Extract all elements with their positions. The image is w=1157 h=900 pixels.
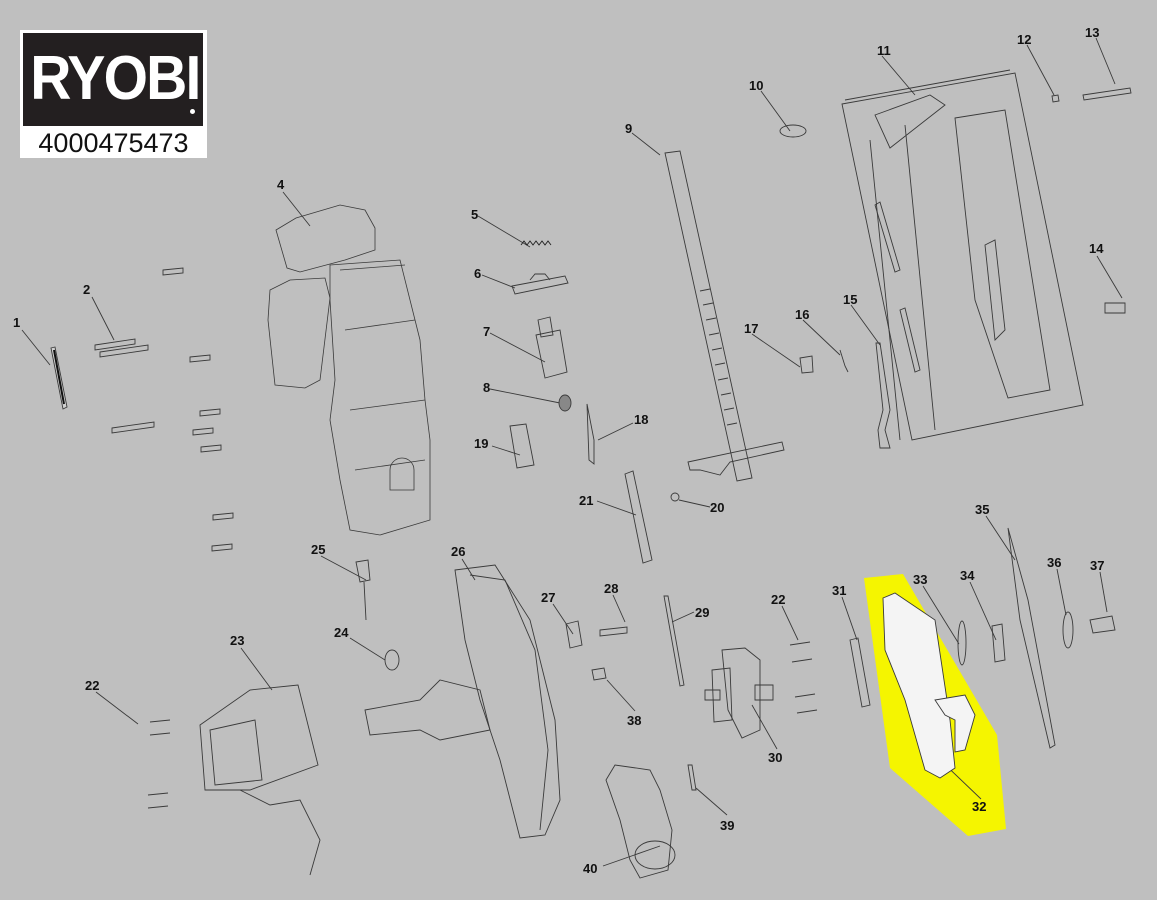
part-number: 4000475473 [38,128,189,158]
callout-label-21[interactable]: 21 [579,493,594,508]
callout-label-35[interactable]: 35 [975,502,990,517]
callout-label-9[interactable]: 9 [625,121,633,136]
callout-label-39[interactable]: 39 [720,818,735,833]
callout-label-4[interactable]: 4 [277,177,285,192]
callout-label-14[interactable]: 14 [1089,241,1104,256]
callout-label-17[interactable]: 17 [744,321,759,336]
base-plate [841,69,1084,441]
callout-label-10[interactable]: 10 [749,78,764,93]
callout-label-23[interactable]: 23 [230,633,245,648]
callout-label-31[interactable]: 31 [832,583,847,598]
callout-label-18[interactable]: 18 [634,412,649,427]
main-housing [267,204,431,536]
callout-label-24[interactable]: 24 [334,625,349,640]
callout-label-27[interactable]: 27 [541,590,556,605]
callout-label-30[interactable]: 30 [768,750,783,765]
callout-label-15[interactable]: 15 [843,292,858,307]
callout-label-5[interactable]: 5 [471,207,479,222]
callout-label-36[interactable]: 36 [1047,555,1062,570]
callout-label-1[interactable]: 1 [13,315,21,330]
callout-label-16[interactable]: 16 [795,307,810,322]
callout-label-40[interactable]: 40 [583,861,598,876]
motor-assembly [147,684,321,876]
callout-label-7[interactable]: 7 [483,324,491,339]
screws [94,267,234,552]
gear-assembly [704,647,774,739]
registered-mark-icon [190,109,195,114]
callout-label-32[interactable]: 32 [972,799,987,814]
callout-label-8[interactable]: 8 [483,380,491,395]
callout-label-33[interactable]: 33 [913,572,928,587]
blade-guard-housing [364,564,561,839]
callout-label-26[interactable]: 26 [451,544,466,559]
callout-label-20[interactable]: 20 [710,500,725,515]
callout-label-2[interactable]: 2 [83,282,91,297]
logo-brand-block: RYOBI [23,33,203,126]
callout-label-37[interactable]: 37 [1090,558,1105,573]
callout-label-11[interactable]: 11 [877,43,891,58]
brand-logo: RYOBI 4000475473 [20,30,207,158]
brand-name: RYOBI [30,44,201,113]
callout-label-22[interactable]: 22 [85,678,100,693]
callout-label-12[interactable]: 12 [1017,32,1032,47]
callout-label-34[interactable]: 34 [960,568,975,583]
rip-fence [664,150,785,482]
callout-label-38[interactable]: 38 [627,713,642,728]
callout-label-25[interactable]: 25 [311,542,326,557]
callout-label-28[interactable]: 28 [604,581,619,596]
callout-label-6[interactable]: 6 [474,266,482,281]
callout-label-13[interactable]: 13 [1085,25,1100,40]
callout-label-29[interactable]: 29 [695,605,710,620]
callout-label-22[interactable]: 22 [771,592,786,607]
callout-label-19[interactable]: 19 [474,436,489,451]
